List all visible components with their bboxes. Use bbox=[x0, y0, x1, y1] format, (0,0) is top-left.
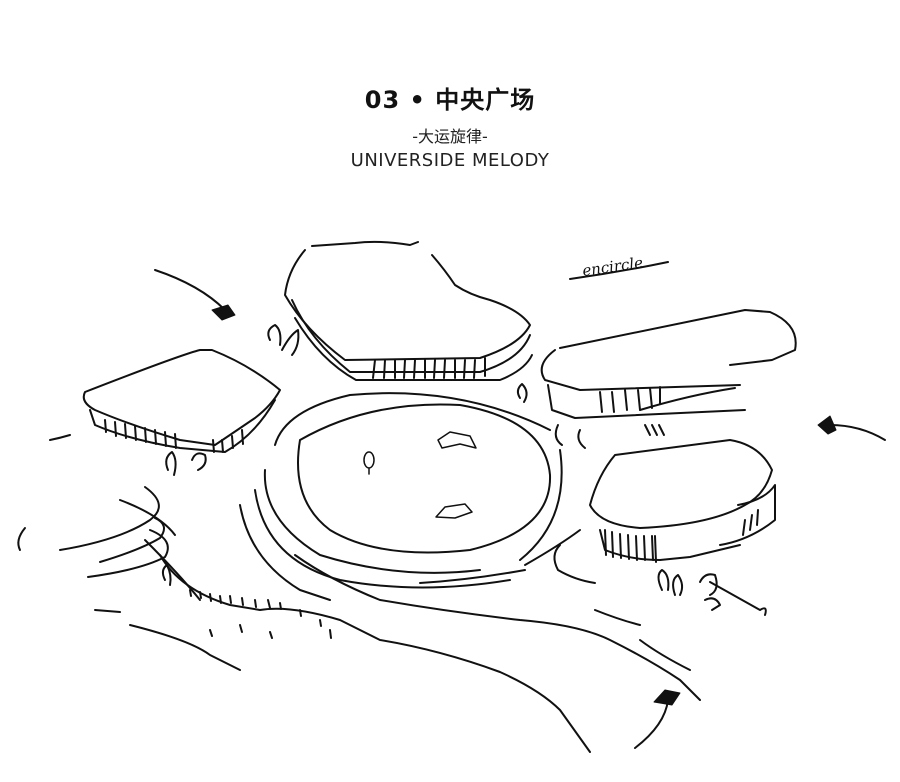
page-subtitle: -大运旋律- bbox=[412, 127, 488, 146]
southeast-building bbox=[589, 439, 776, 563]
annotation-underline bbox=[569, 261, 669, 280]
annotation-encircle: encircle bbox=[569, 253, 669, 280]
tent-icon bbox=[435, 503, 473, 519]
north-building bbox=[284, 240, 533, 381]
page-title: 03 • 中央广场 bbox=[364, 86, 536, 114]
roads bbox=[17, 434, 701, 753]
person-icon bbox=[653, 689, 681, 706]
trees bbox=[161, 324, 767, 616]
arrow-east bbox=[817, 415, 886, 441]
person-icon bbox=[211, 304, 236, 321]
east-building bbox=[540, 309, 797, 436]
arrow-south bbox=[634, 689, 681, 749]
english-title: UNIVERSIDE MELODY bbox=[350, 150, 550, 171]
person-icon bbox=[817, 415, 837, 435]
arrow-northwest bbox=[154, 269, 236, 321]
central-plaza bbox=[239, 392, 563, 601]
tree-icon bbox=[363, 451, 375, 469]
west-building bbox=[82, 349, 281, 453]
tent-icon bbox=[437, 431, 477, 449]
ground-texture bbox=[189, 589, 332, 639]
